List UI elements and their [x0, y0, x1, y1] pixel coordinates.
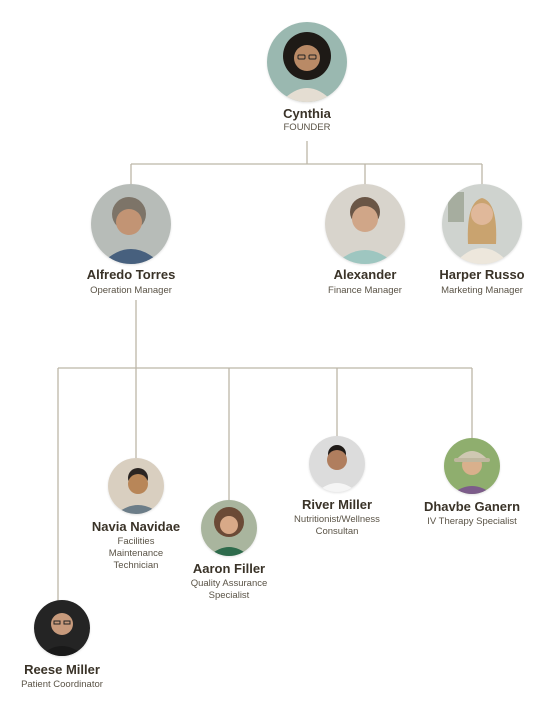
staff-name: River Miller: [301, 497, 373, 512]
woman-long-hair-sweater-photo-icon: [442, 184, 522, 264]
staff-title: Quality Assurance Specialist: [190, 578, 268, 601]
man-smiling-photo-icon: [108, 458, 164, 514]
manager-name: Alexander: [333, 267, 397, 282]
founder-title: FOUNDER: [283, 122, 331, 133]
manager-title: Finance Manager: [328, 285, 402, 296]
man-hat-photo-icon: [444, 438, 500, 494]
man-gray-curly-hair-photo-icon: [91, 184, 171, 264]
staff-name: Reese Miller: [24, 662, 100, 677]
staff-title: Patient Coordinator: [21, 679, 103, 690]
manager-title: Operation Manager: [90, 285, 172, 296]
staff-name: Dhavbe Ganern: [423, 499, 521, 514]
manager-name: Harper Russo: [439, 267, 525, 282]
manager-title: Marketing Manager: [441, 285, 523, 296]
man-glasses-beard-photo-icon: [34, 600, 90, 656]
staff-name: Aaron Filler: [192, 561, 266, 576]
woman-curly-hair-green-photo-icon: [201, 500, 257, 556]
staff-name: Navia Navidae: [91, 519, 181, 534]
man-smiling-white-shirt-photo-icon: [309, 436, 365, 492]
woman-curly-hair-glasses-photo-icon: [267, 22, 347, 102]
manager-name: Alfredo Torres: [86, 267, 176, 282]
man-beard-shirt-photo-icon: [325, 184, 405, 264]
staff-title: IV Therapy Specialist: [427, 516, 517, 527]
staff-title: Facilities Maintenance Technician: [108, 536, 164, 571]
founder-name: Cynthia: [283, 106, 331, 121]
staff-title: Nutritionist/Wellness Consultan: [294, 514, 380, 537]
